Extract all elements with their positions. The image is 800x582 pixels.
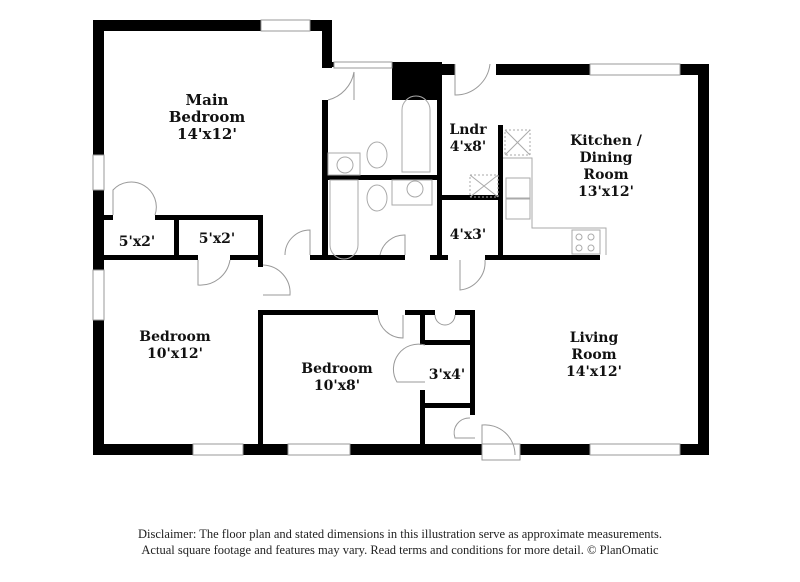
fixtures (327, 95, 607, 260)
closet-1-label: 5'x2' (118, 234, 156, 250)
bedroom-3-label: Bedroom 10'x8' (301, 361, 373, 394)
main-bedroom-label: Main Bedroom 14'x12' (168, 91, 246, 143)
kitchen-dining-label: Kitchen / Dining Room 13'x12' (570, 133, 642, 200)
disclaimer-line-1: Disclaimer: The floor plan and stated di… (138, 527, 662, 541)
doors (112, 63, 521, 461)
disclaimer-line-2: Actual square footage and features may v… (141, 543, 659, 557)
closet-3-label: 4'x3' (449, 227, 487, 243)
closet-2-label: 5'x2' (198, 231, 236, 247)
living-room-label: Living Room 14'x12' (566, 330, 622, 380)
laundry-label: Lndr 4'x8' (449, 122, 487, 155)
windows (92, 19, 681, 456)
walls (93, 20, 709, 455)
closet-4-label: 3'x4' (428, 367, 466, 383)
bedroom-2-label: Bedroom 10'x12' (139, 329, 211, 362)
